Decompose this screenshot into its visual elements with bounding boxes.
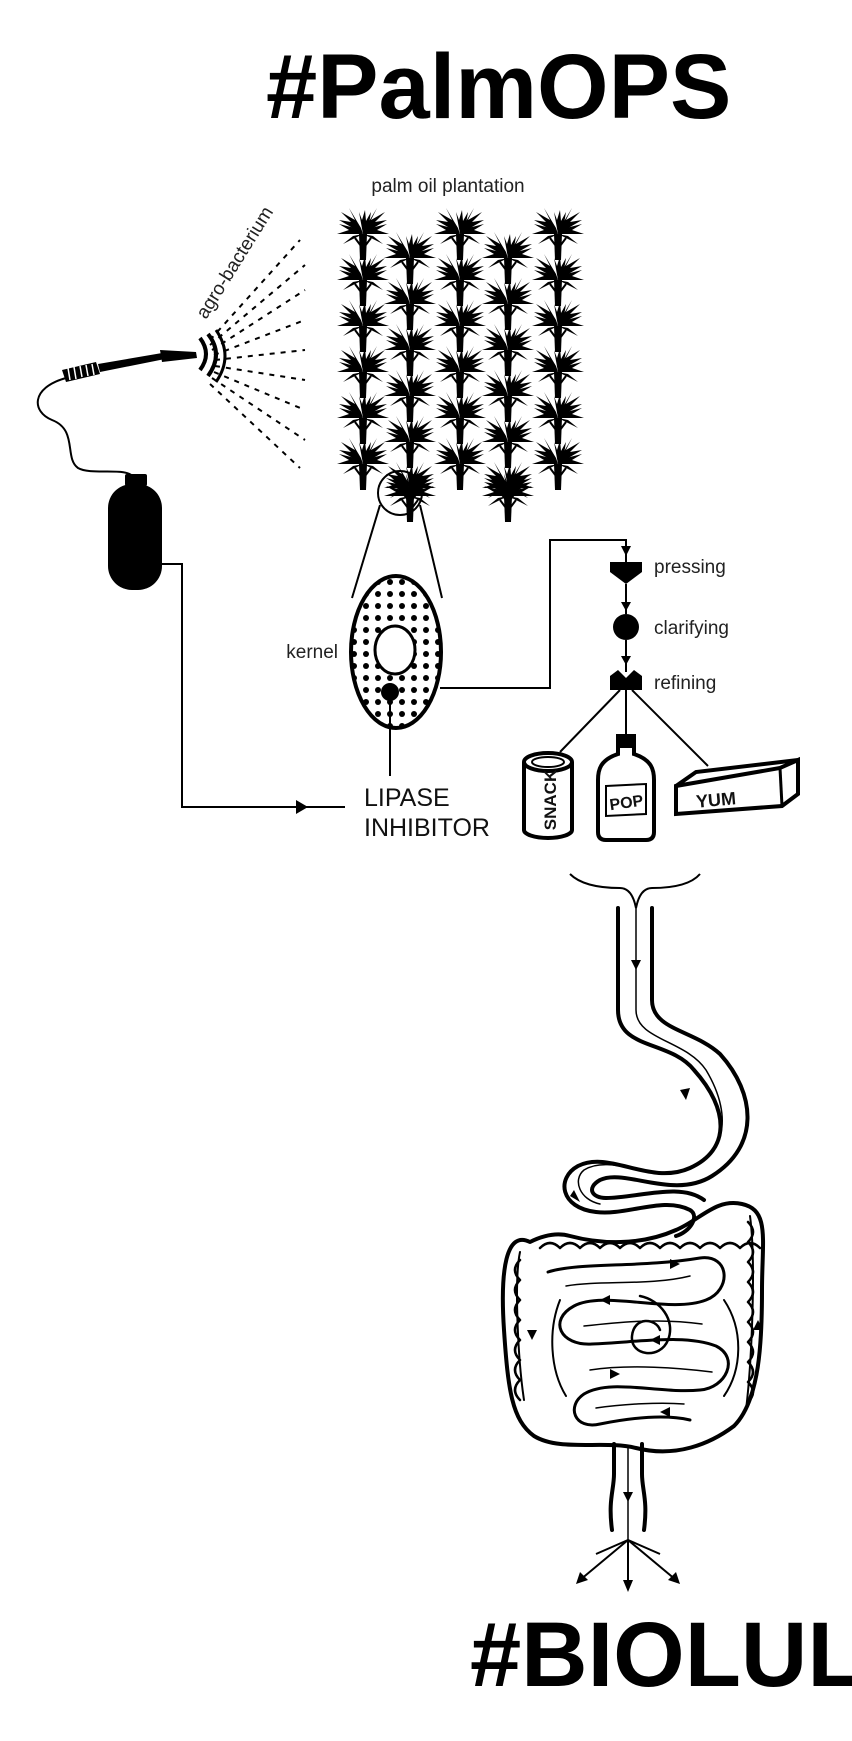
bottom-title: #BIOLULZ: [470, 1604, 852, 1706]
pop-label: POP: [609, 793, 645, 815]
lipase-label-line1: LIPASE: [364, 784, 450, 812]
processing-chain: [610, 546, 642, 690]
zoom-lines: [351, 470, 443, 599]
snack-label: SNACK: [541, 769, 560, 830]
step-label-pressing: pressing: [654, 557, 726, 578]
snack-can-icon: SNACK: [522, 751, 574, 840]
palm-tree-icon: [384, 324, 436, 377]
palm-tree-icon: [337, 392, 389, 445]
flow-arrow-icon: [296, 800, 308, 814]
title-bottom: #BIOLULZ: [470, 1604, 852, 1706]
yum-label: YUM: [695, 788, 737, 811]
hose: [36, 377, 135, 479]
palm-tree-icon: [337, 254, 389, 307]
palm-tree-icon: [532, 346, 584, 399]
palm-tree-icon: [384, 370, 436, 423]
flow-line-processing: [440, 539, 627, 689]
palm-tree-icon: [337, 300, 389, 353]
kernel-label: kernel: [286, 642, 338, 663]
step-label-clarifying: clarifying: [654, 618, 729, 639]
palm-tree-icon: [434, 254, 486, 307]
kernel-icon: [349, 574, 443, 730]
palm-tree-icon: [337, 208, 389, 261]
palm-tree-icon: [482, 278, 534, 331]
palm-tree-icon: [482, 416, 534, 469]
palm-tree-icon: [434, 300, 486, 353]
palm-tree-icon: [384, 278, 436, 331]
palm-tree-icon: [434, 208, 486, 261]
palm-tree-icon: [532, 392, 584, 445]
palm-tree-icon: [337, 346, 389, 399]
palm-tree-icon: [384, 416, 436, 469]
palm-tree-grid: [337, 208, 584, 523]
tank-icon: [108, 474, 162, 590]
tract-flow-arrows: [527, 960, 763, 1502]
palm-tree-icon: [532, 254, 584, 307]
lipase-label-line2: INHIBITOR: [364, 814, 490, 842]
exit-arrowheads: [576, 1572, 680, 1592]
yum-box-icon: YUM: [674, 756, 800, 817]
palm-tree-icon: [482, 324, 534, 377]
refiner-icon: [610, 670, 642, 690]
clarifier-icon: [613, 614, 639, 640]
step-label-refining: refining: [654, 673, 716, 694]
pop-bottle-icon: POP: [596, 734, 656, 842]
agro-bacterium-label: agro-bacterium: [192, 203, 278, 322]
page-title: #PalmOPS: [266, 36, 731, 138]
palm-tree-icon: [482, 232, 534, 285]
product-branches: [559, 689, 709, 767]
press-icon: [610, 562, 642, 584]
title-top: #PalmOPS: [266, 36, 731, 138]
palm-tree-icon: [532, 300, 584, 353]
spray-lines: [209, 239, 306, 469]
palm-tree-icon: [434, 438, 486, 491]
spray-arcs: [198, 329, 227, 383]
bracket-funnel: [569, 873, 701, 909]
palm-tree-icon: [532, 438, 584, 491]
palm-tree-icon: [434, 392, 486, 445]
plantation-label: palm oil plantation: [371, 176, 524, 197]
palm-tree-icon: [384, 232, 436, 285]
exit-arrows: [579, 1539, 677, 1588]
palm-tree-icon: [532, 208, 584, 261]
sprayer-gun-icon: [62, 350, 197, 382]
flow-line-tank: [162, 563, 345, 808]
palm-tree-icon: [434, 346, 486, 399]
palm-tree-icon: [482, 370, 534, 423]
digestive-tract-icon: [500, 906, 766, 1541]
